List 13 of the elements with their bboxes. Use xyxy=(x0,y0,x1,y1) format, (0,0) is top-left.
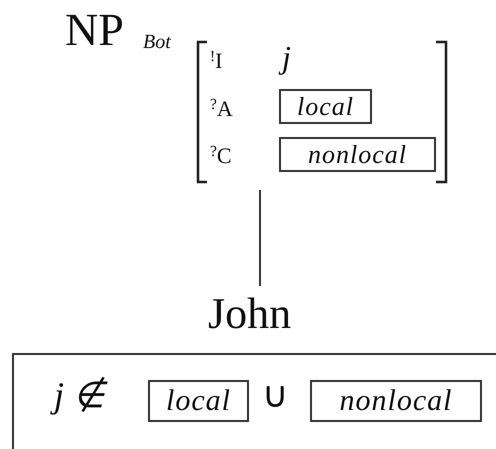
constraint-box xyxy=(12,353,496,449)
value-box: local xyxy=(148,380,249,422)
feature-name: $^{!}$I xyxy=(210,49,222,72)
value-box: nonlocal xyxy=(310,380,482,422)
word-label: John xyxy=(208,292,292,336)
value-box: local xyxy=(279,89,372,124)
feature-name: $^{?}$C xyxy=(210,144,232,167)
subscript-label: Bot xyxy=(143,32,171,52)
union-symbol: ∪ xyxy=(262,377,288,413)
category-label: NP xyxy=(65,7,124,53)
feature-name: $^{?}$A xyxy=(210,97,233,120)
value-box: nonlocal xyxy=(279,137,436,172)
tree-branch xyxy=(259,190,261,286)
